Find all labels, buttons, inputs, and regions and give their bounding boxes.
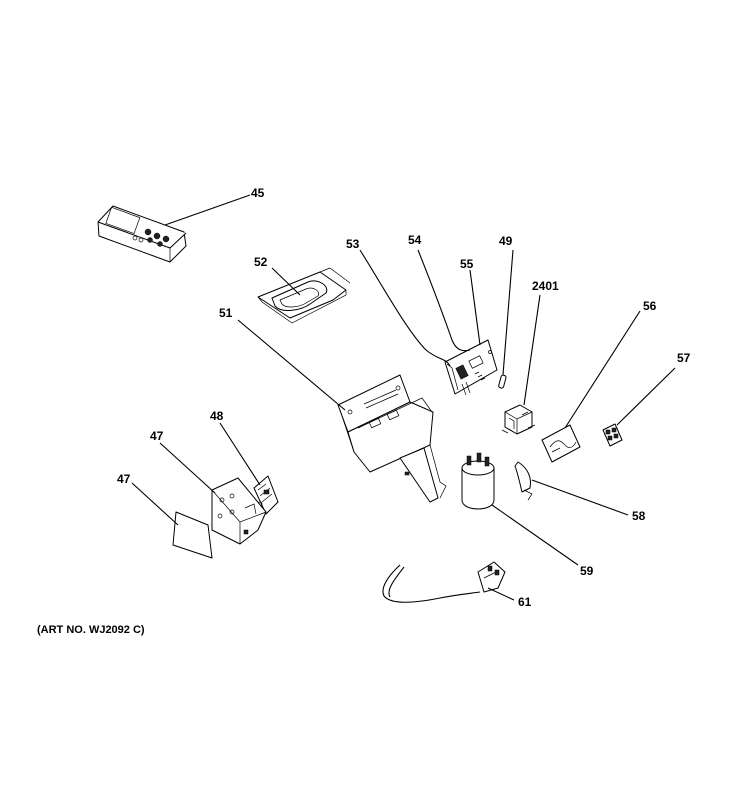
capacitor-strap-drawing — [514, 461, 533, 501]
control-bracket-drawing — [337, 374, 447, 503]
leader-45 — [164, 194, 251, 226]
terminal-block-drawing — [602, 423, 623, 447]
wiring-diagram-drawing — [541, 424, 581, 463]
leader-58 — [616, 367, 676, 426]
sensor-wire-drawing — [417, 249, 471, 352]
part-label-59: 58 — [632, 509, 646, 523]
art-number: (ART NO. WJ2092 C) — [37, 624, 145, 636]
wire-harness-drawing — [359, 249, 451, 367]
part-label-49: 48 — [210, 409, 224, 423]
part-label-52: 52 — [254, 255, 268, 269]
main-board-drawing — [444, 339, 498, 396]
leader-60 — [491, 504, 579, 566]
leader-48 — [159, 442, 216, 494]
control-box-cover-drawing — [211, 477, 267, 545]
part-label-45: 45 — [251, 186, 265, 200]
part-label-58: 57 — [677, 351, 691, 365]
leader-59 — [531, 479, 629, 516]
fuse-drawing — [498, 374, 507, 389]
part-label-56: 2401 — [532, 279, 559, 293]
part-label-2401: 49 — [499, 234, 513, 248]
leader-61 — [487, 587, 515, 601]
transformer-drawing — [501, 404, 536, 435]
display-panel-drawing — [257, 267, 351, 324]
part-label-48: 47 — [150, 429, 164, 443]
capacitor-drawing — [461, 452, 495, 510]
part-label-61: 61 — [518, 595, 532, 609]
part-label-60: 59 — [580, 564, 594, 578]
leader-57 — [564, 310, 641, 429]
leader-51 — [237, 319, 346, 411]
part-label-47-main: 47 — [117, 472, 131, 486]
part-label-54: 54 — [408, 233, 422, 247]
power-cord-drawing — [382, 561, 506, 603]
part-label-53: 53 — [346, 237, 360, 251]
part-label-51: 51 — [219, 306, 233, 320]
leader-49 — [219, 422, 261, 486]
remote-control-drawing — [97, 205, 187, 263]
part-label-57: 56 — [643, 299, 657, 313]
part-label-55: 55 — [460, 257, 474, 271]
leader-52 — [271, 267, 301, 296]
leader-56 — [523, 294, 541, 406]
leader-2401 — [502, 249, 514, 376]
leader-47 — [131, 482, 179, 526]
leader-55 — [469, 269, 481, 346]
control-board-drawing — [253, 475, 279, 515]
label-sheet-drawing — [172, 511, 213, 559]
